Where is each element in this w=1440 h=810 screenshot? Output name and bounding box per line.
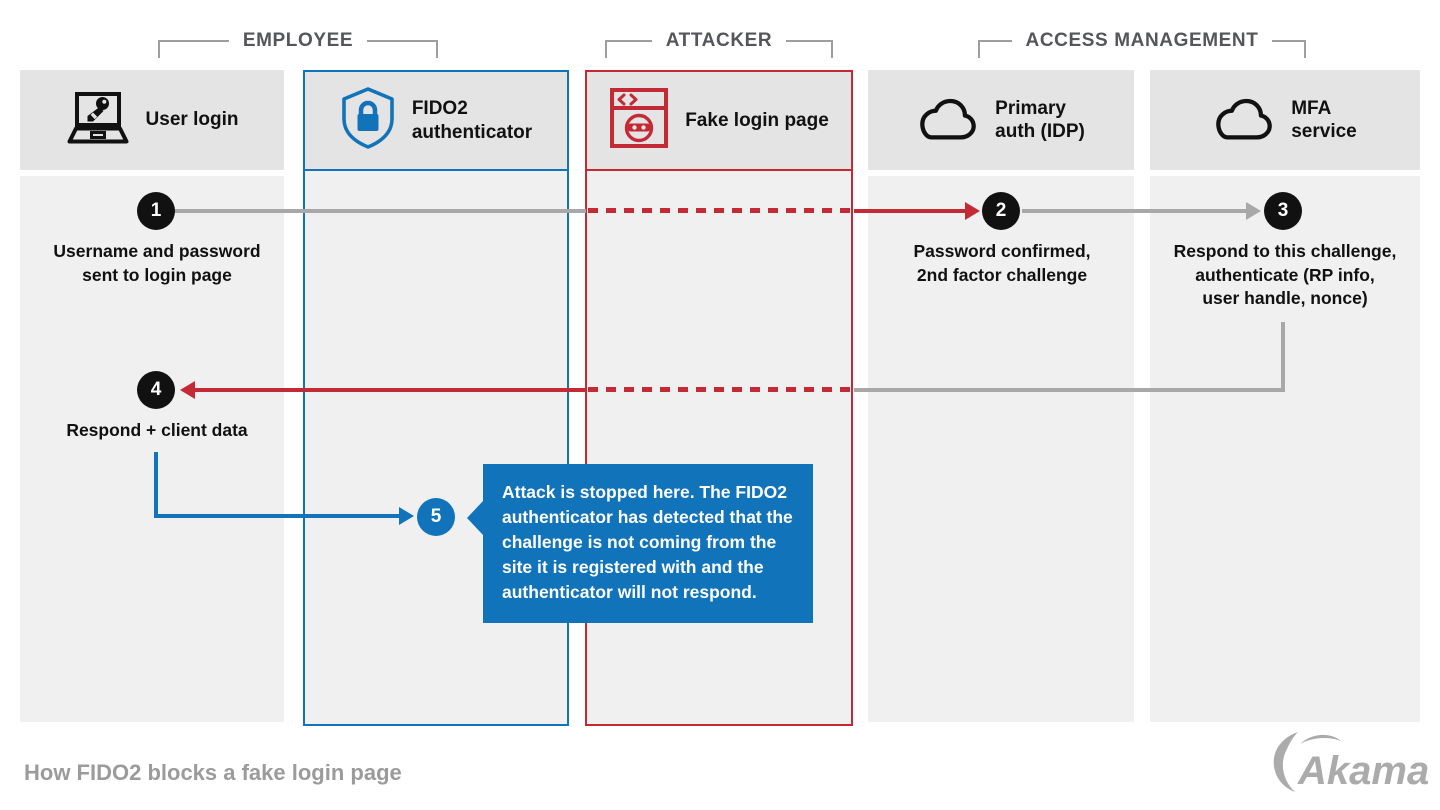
lane-mfa-service: MFA service: [1150, 70, 1420, 722]
step1-label: Username and password sent to login page: [53, 241, 261, 285]
flow1-line-red: [854, 209, 967, 213]
callout-tail-icon: [467, 501, 483, 535]
lane-label: FIDO2 authenticator: [411, 98, 533, 143]
diagram-title: How FIDO2 blocks a fake login page: [24, 760, 402, 785]
lane-primary-auth-idp: Primary auth (IDP): [868, 70, 1134, 722]
flow2-arrowhead-icon: [180, 381, 195, 399]
flow1-arrowhead-icon: [965, 202, 980, 220]
lane-fake-login-page: Fake login page: [585, 70, 853, 726]
group-bracket-access-management: ACCESS MANAGEMENT: [978, 30, 1306, 62]
flow1-line-red-dashed: [588, 208, 852, 213]
flow2-line-red-dashed: [588, 387, 852, 392]
lane-header: Fake login page: [587, 72, 851, 171]
bracket-line-left: [978, 40, 1012, 58]
step-badge-2: 2: [982, 192, 1020, 230]
step4-label: Respond + client data: [66, 420, 248, 440]
akamai-logo: Akamai: [1268, 728, 1440, 805]
attack-stopped-callout: Attack is stopped here. The FIDO2 authen…: [467, 464, 813, 623]
step-badge-1: 1: [137, 192, 175, 230]
fake-browser-icon: [609, 87, 669, 154]
step-badge-4: 4: [137, 371, 175, 409]
step3-label: Respond to this challenge, authenticate …: [1173, 241, 1397, 309]
lane-label: Fake login page: [685, 109, 829, 131]
lane-body: [1150, 176, 1420, 722]
bracket-line-left: [605, 40, 652, 58]
bracket-line-left: [158, 40, 229, 58]
group-label: ACCESS MANAGEMENT: [1025, 30, 1259, 51]
group-label: ATTACKER: [665, 30, 773, 51]
step-badge-3: 3: [1264, 192, 1302, 230]
flow2-line-red: [194, 388, 586, 392]
akamai-wordmark: Akamai: [1297, 749, 1428, 793]
step-badge-5: 5: [417, 498, 455, 536]
flow3-arrowhead-icon: [399, 507, 414, 525]
laptop-key-icon: [66, 91, 130, 150]
flow2-drop-line-gray: [1281, 322, 1285, 389]
flow2-line-gray: [854, 388, 1285, 392]
lane-label: MFA service: [1291, 97, 1357, 142]
lane-fido2-authenticator: FIDO2 authenticator: [303, 70, 569, 726]
step2-label: Password confirmed, 2nd factor challenge: [913, 241, 1091, 285]
bracket-line-right: [786, 40, 834, 58]
bracket-line-right: [1272, 40, 1306, 58]
flow3-line-blue: [154, 514, 400, 518]
lane-body: [868, 176, 1134, 722]
flow1b-arrowhead-icon: [1246, 202, 1261, 220]
cloud-icon: [917, 92, 979, 149]
lane-user-login: User login: [20, 70, 284, 722]
callout-text: Attack is stopped here. The FIDO2 authen…: [502, 482, 793, 602]
lane-header: MFA service: [1150, 70, 1420, 170]
lane-header: User login: [20, 70, 284, 170]
group-bracket-attacker: ATTACKER: [605, 30, 834, 62]
group-label: EMPLOYEE: [242, 30, 354, 51]
lane-label: Primary auth (IDP): [995, 97, 1085, 142]
flow1b-line-gray: [1022, 209, 1248, 213]
flow3-drop-line-blue: [154, 452, 158, 518]
lane-header: FIDO2 authenticator: [305, 72, 567, 171]
group-bracket-employee: EMPLOYEE: [158, 30, 439, 62]
lane-label: User login: [145, 109, 239, 131]
bracket-line-right: [367, 40, 439, 58]
lane-body: [20, 176, 284, 722]
flow1-line-gray: [174, 209, 586, 213]
lane-header: Primary auth (IDP): [868, 70, 1134, 170]
shield-lock-icon: [340, 86, 396, 155]
cloud-icon: [1213, 92, 1275, 149]
